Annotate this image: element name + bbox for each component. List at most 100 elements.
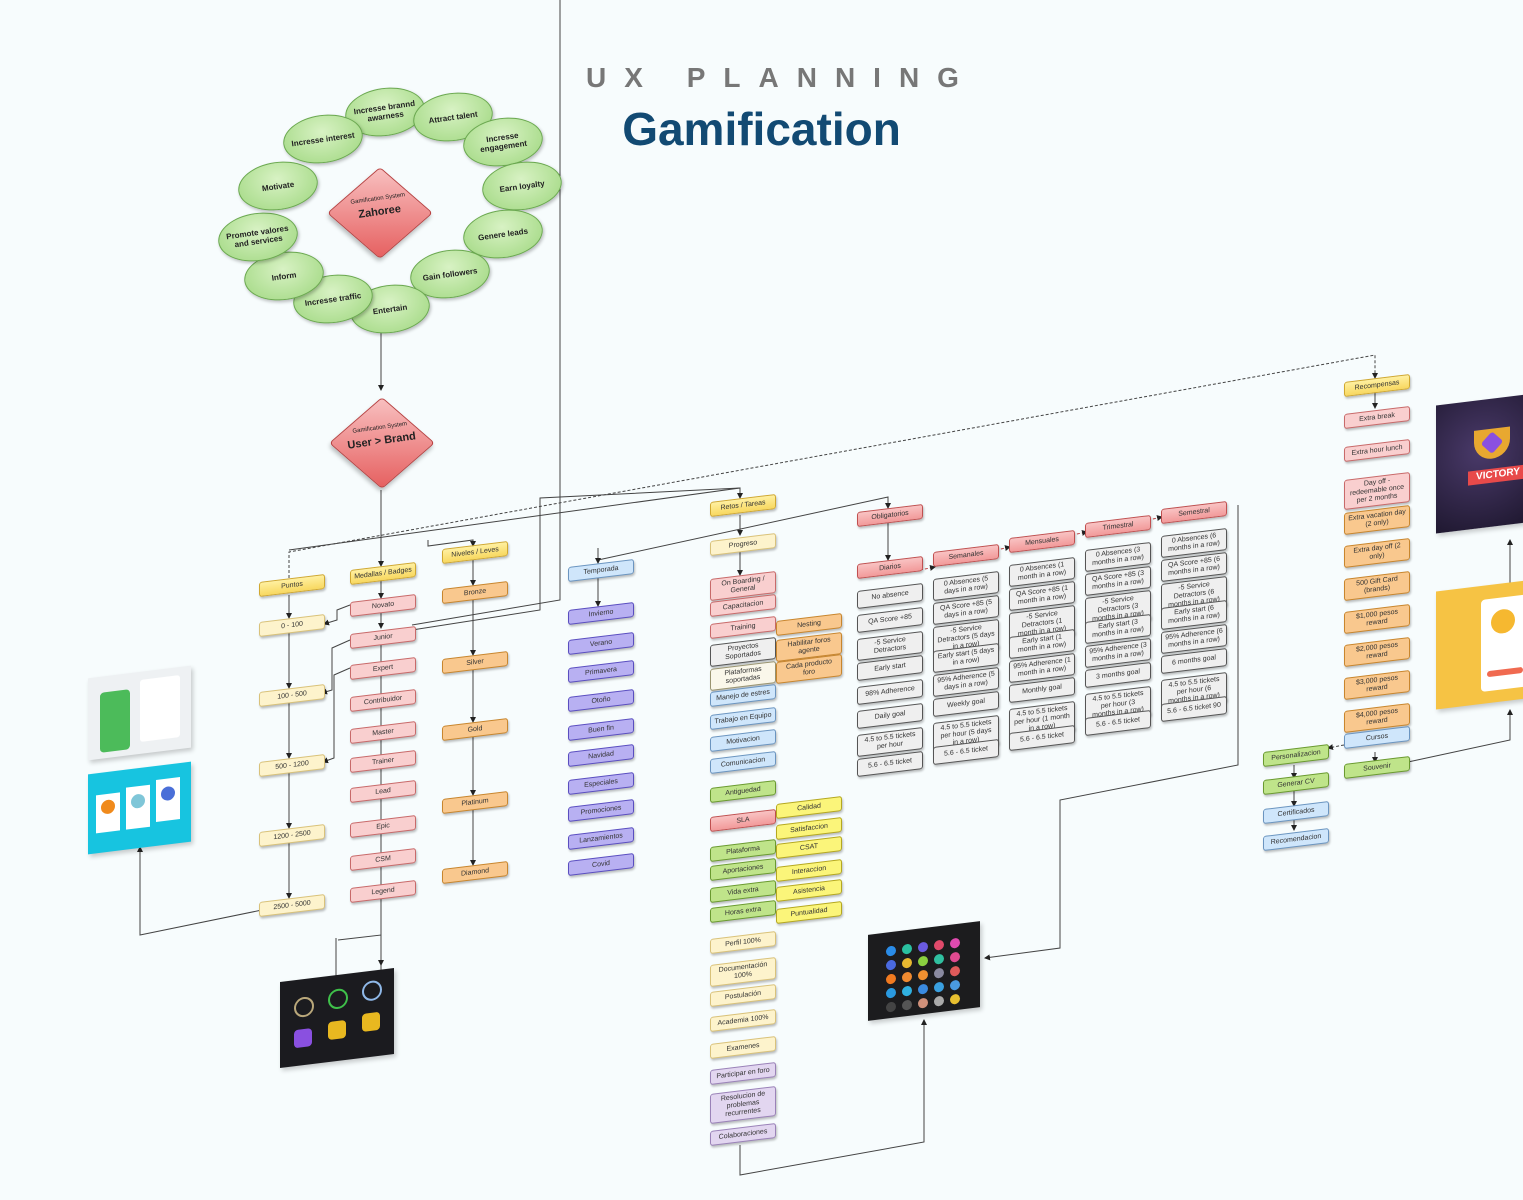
badge-icon	[328, 987, 348, 1011]
nivel-item[interactable]: Diamond	[442, 860, 508, 885]
medalla-item[interactable]: Epic	[350, 814, 416, 839]
temporada-item[interactable]: Otoño	[568, 688, 634, 713]
temporada-item[interactable]: Lanzamientos	[568, 826, 634, 851]
puntos-item[interactable]: 1200 - 2500	[259, 823, 325, 848]
recompensa-item[interactable]: $1,000 pesos reward	[1344, 603, 1410, 635]
temporada-item[interactable]: Especiales	[568, 771, 634, 796]
obligatorio-column-header[interactable]: Mensuales	[1009, 529, 1075, 554]
progreso-item[interactable]: Training	[710, 615, 776, 640]
badge-icon	[934, 939, 944, 951]
obligatorio-item[interactable]: No absence	[857, 582, 923, 610]
medalla-item[interactable]: Novato	[350, 593, 416, 618]
progreso-item[interactable]: Resolucion de problemas recurrentes	[710, 1085, 776, 1125]
progreso-item[interactable]: Academia 100%	[710, 1008, 776, 1033]
recompensa-item[interactable]: Extra break	[1344, 405, 1410, 430]
nivel-item[interactable]: Bronze	[442, 580, 508, 605]
progreso-item[interactable]: Documentación 100%	[710, 956, 776, 988]
medalla-item[interactable]: CSM	[350, 847, 416, 872]
medalla-item[interactable]: Contribuidor	[350, 688, 416, 713]
souvenir-node[interactable]: Souvenir	[1344, 755, 1410, 780]
progreso-item[interactable]: Interaccion	[776, 858, 842, 883]
progreso-item[interactable]: Horas extra	[710, 899, 776, 924]
badge-icon	[934, 981, 944, 993]
badge-grid	[868, 921, 980, 1013]
recompensas-header[interactable]: Recompensas	[1344, 373, 1410, 398]
obligatorio-column-header[interactable]: Semestral	[1161, 500, 1227, 525]
progreso-item[interactable]: Comunicacion	[710, 750, 776, 775]
puntos-item[interactable]: 0 - 100	[259, 613, 325, 638]
nivel-item[interactable]: Silver	[442, 650, 508, 675]
obligatorio-item[interactable]: 98% Adherence	[857, 678, 923, 706]
obligatorio-column-header[interactable]: Semanales	[933, 543, 999, 568]
progreso-item[interactable]: Colaboraciones	[710, 1122, 776, 1147]
badge-icon	[918, 983, 928, 995]
progreso-header[interactable]: Progreso	[710, 532, 776, 557]
medalla-item[interactable]: Legend	[350, 879, 416, 904]
badge-icon	[918, 941, 928, 953]
niveles-header[interactable]: Niveles / Leves	[442, 540, 508, 565]
obligatorio-item[interactable]: Daily goal	[857, 702, 923, 730]
side-item[interactable]: Personalizacion	[1263, 743, 1329, 768]
progreso-item[interactable]: Calidad	[776, 795, 842, 820]
progreso-item[interactable]: Perfil 100%	[710, 930, 776, 955]
progreso-item[interactable]: Aportaciones	[710, 857, 776, 882]
nivel-item[interactable]: Platinum	[442, 790, 508, 815]
side-item[interactable]: Recomendacion	[1263, 827, 1329, 852]
badge-icon	[950, 937, 960, 949]
retos-header[interactable]: Retos / Tareas	[710, 493, 776, 518]
puntos-item[interactable]: 500 - 1200	[259, 753, 325, 778]
nivel-item[interactable]: Gold	[442, 717, 508, 742]
medalla-item[interactable]: Junior	[350, 625, 416, 650]
recompensa-item[interactable]: $2,000 pesos reward	[1344, 636, 1410, 668]
progreso-item[interactable]: Vida extra	[710, 879, 776, 904]
temporada-item[interactable]: Navidad	[568, 743, 634, 768]
progreso-item[interactable]: Postulación	[710, 983, 776, 1008]
medallas-header[interactable]: Medallas / Badges	[350, 561, 416, 586]
progreso-item[interactable]: Trabajo en Equipo	[710, 706, 776, 731]
puntos-item[interactable]: 2500 - 5000	[259, 893, 325, 918]
temporada-item[interactable]: Primavera	[568, 659, 634, 684]
progreso-item[interactable]: Asistencia	[776, 878, 842, 903]
recompensa-item[interactable]: $3,000 pesos reward	[1344, 669, 1410, 701]
progreso-item[interactable]: Antiguedad	[710, 779, 776, 804]
progreso-item[interactable]: Examenes	[710, 1035, 776, 1060]
temporada-item[interactable]: Buen fin	[568, 717, 634, 742]
badge-icon	[950, 965, 960, 977]
puntos-header[interactable]: Puntos	[259, 573, 325, 598]
recompensa-item[interactable]: Extra hour lunch	[1344, 438, 1410, 463]
temporada-item[interactable]: Promociones	[568, 798, 634, 823]
recompensa-item[interactable]: Extra day off (2 only)	[1344, 537, 1410, 569]
obligatorio-column-header[interactable]: Diarios	[857, 555, 923, 580]
medalla-item[interactable]: Lead	[350, 779, 416, 804]
puntos-item[interactable]: 100 - 500	[259, 683, 325, 708]
temporada-header[interactable]: Temporada	[568, 558, 634, 583]
temporada-item[interactable]: Covid	[568, 852, 634, 877]
progreso-item[interactable]: Puntualidad	[776, 900, 842, 925]
recompensa-item[interactable]: Extra vacation day (2 only)	[1344, 504, 1410, 536]
progreso-item[interactable]: Participar en foro	[710, 1061, 776, 1086]
side-item[interactable]: Generar CV	[1263, 771, 1329, 796]
recompensa-item[interactable]: Day off -redeemable once per 2 months	[1344, 471, 1410, 511]
badge-icon	[328, 1019, 346, 1041]
temporada-item[interactable]: Invierno	[568, 601, 634, 626]
side-item[interactable]: Certificados	[1263, 800, 1329, 825]
badge-icon	[950, 951, 960, 963]
subtitle: UX PLANNING	[586, 62, 977, 93]
badge-icon	[918, 997, 928, 1009]
obligatorio-column-header[interactable]: Trimestral	[1085, 514, 1151, 539]
medalla-item[interactable]: Trainer	[350, 749, 416, 774]
badge-icon	[918, 969, 928, 981]
medalla-item[interactable]: Expert	[350, 656, 416, 681]
progreso-item[interactable]: CSAT	[776, 835, 842, 860]
obligatorios-header[interactable]: Obligatorios	[857, 503, 923, 528]
badge-icon	[934, 995, 944, 1007]
progreso-item[interactable]: SLA	[710, 808, 776, 833]
obligatorio-item[interactable]: QA Score +85	[857, 606, 923, 634]
progreso-item[interactable]: Motivacion	[710, 728, 776, 753]
temporada-item[interactable]: Verano	[568, 631, 634, 656]
badge-icon	[950, 993, 960, 1005]
recompensa-item[interactable]: 500 Gift Card (brands)	[1344, 570, 1410, 602]
level-card	[156, 777, 180, 822]
medalla-item[interactable]: Master	[350, 720, 416, 745]
badge-icon	[131, 793, 145, 810]
